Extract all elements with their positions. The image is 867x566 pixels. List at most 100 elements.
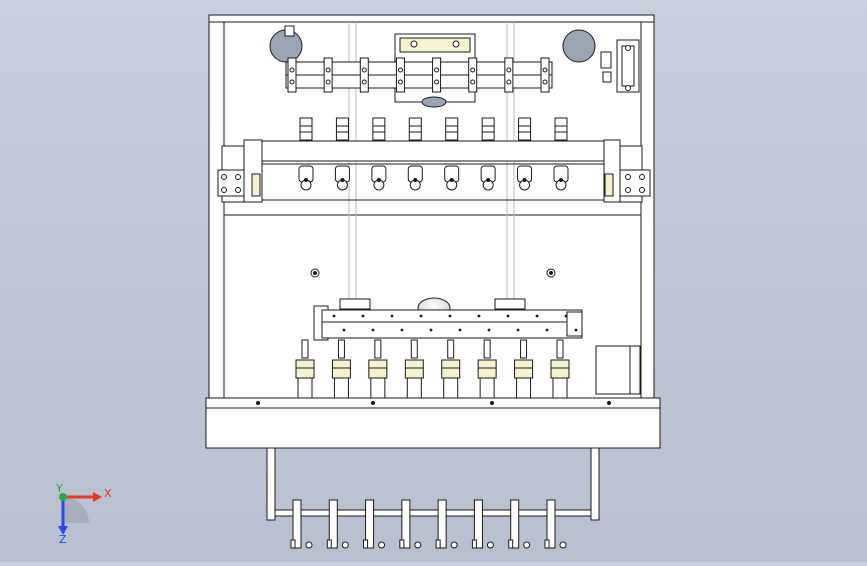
plate-hole [506, 314, 510, 318]
top-clamp-bolt [470, 79, 476, 85]
top-clamp-bolt [542, 67, 548, 73]
bottom-finger [401, 499, 411, 549]
top-clamp [540, 57, 550, 93]
y-axis-indicator [59, 493, 67, 501]
top-clamp [287, 57, 297, 93]
middle-cylinder [299, 117, 313, 141]
lower-left-leg [266, 447, 276, 521]
bottom-finger-clip [508, 539, 514, 549]
lower-unit-cup [441, 359, 461, 379]
lower-unit-base [333, 377, 349, 399]
plate-hole [419, 314, 423, 318]
bottom-fingers [290, 499, 567, 549]
plate-hole [535, 314, 539, 318]
middle-gripper-bolt [413, 178, 418, 182]
plate-hole [429, 328, 433, 332]
lower-unit-cup [331, 359, 351, 379]
top-clamp-bolt [397, 67, 403, 73]
lower-right-motor-block [595, 345, 641, 395]
top-clamp-bolt [325, 67, 331, 73]
top-clamp [395, 57, 405, 93]
middle-gripper-bolt [449, 178, 454, 182]
lower-unit-rod [483, 339, 491, 359]
lower-unit-cup [404, 359, 424, 379]
plate-hole [487, 328, 491, 332]
lower-unit-base [516, 377, 532, 399]
top-clamp [432, 57, 442, 93]
coordinate-triad: X Y Z [55, 482, 112, 546]
bottom-finger-clip [471, 539, 477, 549]
top-clamp-bolt [434, 67, 440, 73]
top-clamp [504, 57, 514, 93]
middle-gripper-bolt [559, 178, 563, 182]
middle-gripper-bolt [486, 178, 491, 182]
bottom-finger-roller [414, 541, 422, 549]
bottom-finger [328, 499, 338, 549]
middle-cylinder [481, 117, 495, 141]
lower-unit-cup [514, 359, 534, 379]
plate-hole [448, 314, 452, 318]
base-plate-body [205, 397, 661, 449]
plate-hole [390, 314, 394, 318]
plate-hole [361, 314, 365, 318]
middle-cylinder [554, 117, 568, 141]
top-clamp-bolt [361, 79, 367, 85]
lower-suction-units [295, 339, 570, 399]
frame-screws [310, 268, 556, 278]
bottom-finger-roller [341, 541, 349, 549]
top-clamp-bolt [289, 79, 295, 85]
right-upper-bracket [600, 39, 640, 93]
plate-hole [545, 328, 549, 332]
middle-cylinder [408, 117, 422, 141]
lower-unit-rod [556, 339, 564, 359]
plate-hole [574, 328, 578, 332]
bottom-finger-roller [450, 541, 458, 549]
z-axis-label: Z [59, 533, 67, 546]
lower-unit-cup [368, 359, 388, 379]
bottom-finger [292, 499, 302, 549]
middle-beam-assembly [217, 139, 651, 203]
lower-unit-rod [410, 339, 418, 359]
middle-cylinder [335, 117, 349, 141]
bottom-finger [365, 499, 375, 549]
plate-hole [516, 328, 520, 332]
middle-gripper-bolt [304, 178, 308, 182]
x-axis-arrowhead [93, 492, 102, 502]
plate-hole [332, 314, 336, 318]
bottom-finger-clip [290, 539, 296, 549]
bottom-finger-clip [544, 539, 550, 549]
plate-hole [564, 314, 568, 318]
top-clamp-bolt [361, 67, 367, 73]
lower-unit-base [406, 377, 422, 399]
bottom-finger [546, 499, 556, 549]
lower-unit-rod [337, 339, 345, 359]
plate-hole [458, 328, 462, 332]
carriage-plate-holes [332, 314, 578, 332]
top-clamp-bolt [506, 67, 512, 73]
lower-unit-base [443, 377, 459, 399]
top-clamp-bolt [325, 79, 331, 85]
top-clamp [468, 57, 478, 93]
lower-unit-base [552, 377, 568, 399]
lower-unit-rod [374, 339, 382, 359]
top-clamp-bolt [434, 79, 440, 85]
z-axis-arrowhead [58, 526, 68, 535]
bottom-finger [437, 499, 447, 549]
bottom-finger [510, 499, 520, 549]
lower-unit-base [479, 377, 495, 399]
lower-carriage [313, 297, 641, 395]
plate-hole [477, 314, 481, 318]
top-clamp-bolt [506, 79, 512, 85]
top-clamp [323, 57, 333, 93]
lower-unit-rod [520, 339, 528, 359]
top-clamp-bolt [289, 67, 295, 73]
middle-grippers [298, 165, 569, 191]
y-axis-label: Y [55, 482, 63, 495]
bottom-finger-roller [305, 541, 313, 549]
lower-carriage-plate [321, 309, 583, 339]
bottom-finger-roller [523, 541, 531, 549]
top-carriage-clamps [287, 57, 550, 93]
lower-unit-base [370, 377, 386, 399]
